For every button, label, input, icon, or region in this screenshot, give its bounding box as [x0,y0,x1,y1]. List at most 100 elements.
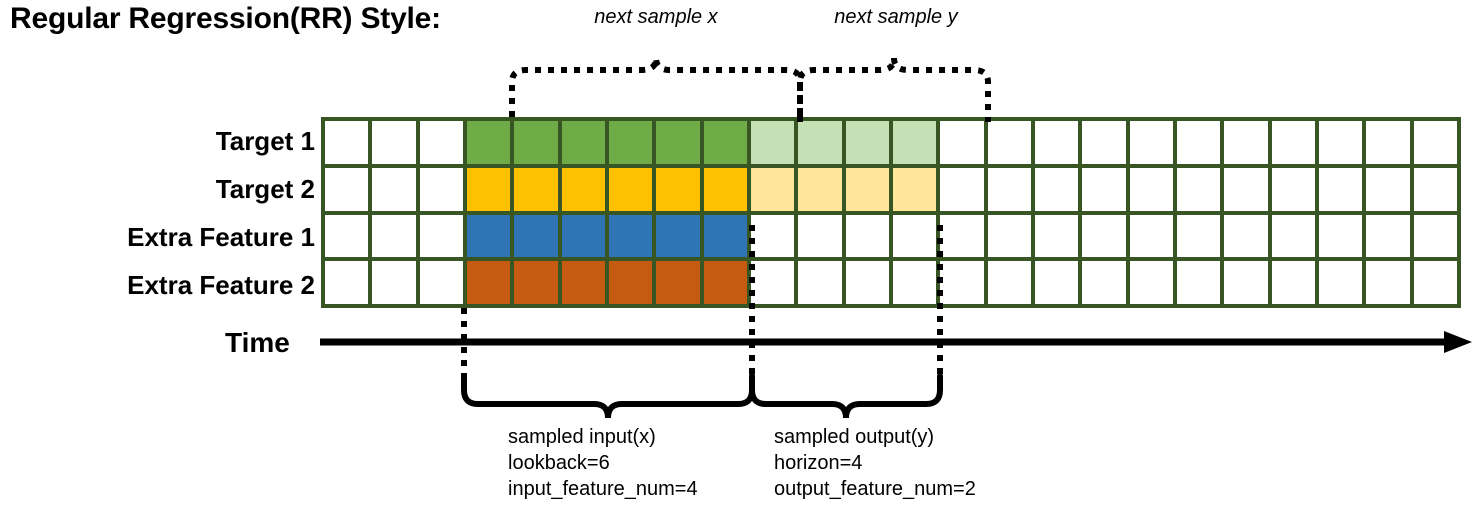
grid-cell [845,261,889,304]
grid-row-target-1 [325,121,1457,164]
grid-cell [1271,261,1315,304]
sampled-output-line2: horizon=4 [774,452,863,474]
grid-cell [1366,214,1410,258]
grid-cell [656,261,700,304]
grid-cell [608,167,653,211]
annotation-next-sample-y: next sample y [834,6,958,28]
grid-cell [798,214,842,258]
grid-cell [1176,261,1221,304]
grid-cell [1366,167,1410,211]
row-label-extra-feature-2: Extra Feature 2 [127,270,315,300]
grid-cell [514,167,558,211]
row-label-target-1: Target 1 [215,126,315,156]
grid-cell [372,167,416,211]
grid-cell [1224,167,1268,211]
grid-cell [750,167,795,211]
grid-cell [1129,167,1173,211]
grid-cell [561,167,605,211]
grid-row-extra-feature-2 [325,261,1457,304]
grid-cell [325,167,369,211]
brace-sampled-output [749,373,943,419]
grid-cell [1082,214,1126,258]
grid-cell [608,261,653,304]
grid-cell [656,214,700,258]
grid-cell [656,167,700,211]
time-axis-label: Time [225,327,290,358]
grid-cell [466,214,511,258]
grid-cell [608,214,653,258]
grid-row-target-2 [325,167,1457,211]
grid-cell [1176,121,1221,164]
grid-cell [1176,214,1221,258]
grid-cell [1129,121,1173,164]
grid-cell [372,261,416,304]
grid-cell [1129,214,1173,258]
page-title: Regular Regression(RR) Style: [10,2,441,35]
grid-cell [1318,214,1363,258]
grid-cell [1271,214,1315,258]
grid-cell [419,167,463,211]
grid-cell [372,214,416,258]
grid-cell [892,167,937,211]
grid-cell [703,261,747,304]
dotted-brace-next-sample-y [797,57,991,117]
grid-cell [1082,121,1126,164]
grid-cell [798,121,842,164]
grid-cell [372,121,416,164]
grid-cell [1129,261,1173,304]
grid-cell [1034,261,1079,304]
grid-cell [1224,214,1268,258]
grid-cell [987,261,1031,304]
grid-cell [703,167,747,211]
brace-sampled-input [461,373,755,419]
grid-cell [1271,167,1315,211]
grid-cell [750,214,795,258]
grid-cell [845,121,889,164]
annotation-next-sample-x: next sample x [594,6,718,28]
grid-cell [845,214,889,258]
grid-cell [940,261,984,304]
grid-cell [940,214,984,258]
grid-cell [1413,167,1457,211]
sampled-output-line1: sampled output(y) [774,426,935,448]
grid-cell [987,167,1031,211]
grid-cell [1034,121,1079,164]
grid-cell [1034,167,1079,211]
grid-cell [561,121,605,164]
grid-cell [419,121,463,164]
grid-cell [514,261,558,304]
grid-cell [1224,261,1268,304]
grid-cell [325,121,369,164]
annotation-sampled-output: sampled output(y) horizon=4 output_featu… [774,424,976,502]
grid-row-extra-feature-1 [325,214,1457,258]
row-label-extra-feature-1: Extra Feature 1 [127,222,315,252]
grid-cell [750,121,795,164]
grid-cell [419,214,463,258]
grid-cell [1176,167,1221,211]
grid-cell [656,121,700,164]
sampled-output-line3: output_feature_num=2 [774,478,976,500]
dotted-brace-next-sample-x [509,57,803,117]
grid-cell [1413,121,1457,164]
grid-cell [1082,261,1126,304]
grid-cell [1271,121,1315,164]
grid-cell [1413,214,1457,258]
grid-cell [798,167,842,211]
grid-cell [703,214,747,258]
grid-cell [466,121,511,164]
grid-cell [798,261,842,304]
grid-cell [1318,261,1363,304]
grid-cell [1413,261,1457,304]
sampled-input-line3: input_feature_num=4 [508,478,698,500]
grid-cell [608,121,653,164]
grid-cell [892,261,937,304]
time-axis-arrow [320,331,1472,353]
grid-cell [1224,121,1268,164]
grid-cell [561,261,605,304]
grid-cell [940,121,984,164]
grid-cell [940,167,984,211]
grid-cell [466,167,511,211]
timeline-grid [321,117,1461,308]
grid-cell [703,121,747,164]
